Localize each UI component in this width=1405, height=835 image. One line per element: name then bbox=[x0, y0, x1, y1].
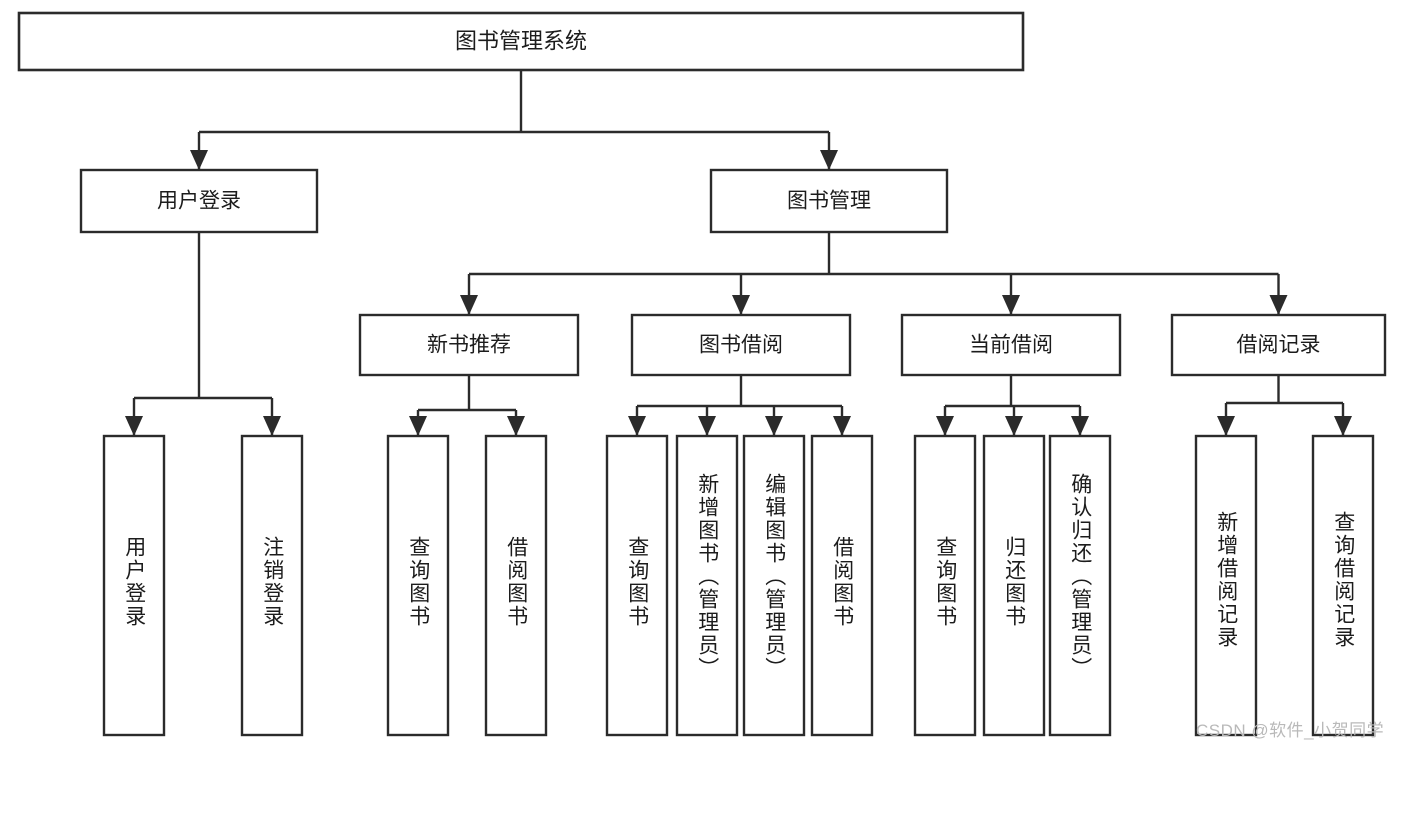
arrow-head-icon bbox=[1334, 416, 1352, 436]
node-label-user-login: 用户登录 bbox=[157, 190, 241, 213]
node-label-book-manage: 图书管理 bbox=[787, 190, 871, 213]
node-box-book-manage[interactable] bbox=[709, 168, 949, 234]
arrow-head-icon bbox=[1217, 416, 1235, 436]
node-label-book-borrow: 图书借阅 bbox=[699, 334, 783, 357]
arrow-head-icon bbox=[1071, 416, 1089, 436]
node-box-borrow-record[interactable] bbox=[1170, 313, 1387, 377]
arrow-head-icon bbox=[125, 416, 143, 436]
node-box-leaf-edit-book[interactable] bbox=[742, 434, 806, 737]
node-box-root[interactable] bbox=[17, 11, 1025, 72]
node-box-leaf-query-book-current[interactable] bbox=[913, 434, 977, 737]
node-box-leaf-confirm-return[interactable] bbox=[1048, 434, 1112, 737]
arrow-head-icon bbox=[460, 295, 478, 315]
csdn-watermark: CSDN @软件_小贺同学 bbox=[1196, 721, 1385, 740]
node-box-leaf-return-book[interactable] bbox=[982, 434, 1046, 737]
node-label-root: 图书管理系统 bbox=[455, 28, 587, 53]
structure-diagram: 图书管理系统用户登录图书管理新书推荐图书借阅当前借阅借阅记录 用户登录注销登录查… bbox=[17, 11, 1387, 740]
arrow-head-icon bbox=[936, 416, 954, 436]
arrow-head-icon bbox=[190, 150, 208, 170]
node-box-leaf-borrow-book-recommend[interactable] bbox=[484, 434, 548, 737]
connectors-layer bbox=[125, 70, 1352, 436]
node-box-leaf-query-book-borrow[interactable] bbox=[605, 434, 669, 737]
arrow-head-icon bbox=[409, 416, 427, 436]
arrow-head-icon bbox=[263, 416, 281, 436]
arrow-head-icon bbox=[833, 416, 851, 436]
node-box-book-borrow[interactable] bbox=[630, 313, 852, 377]
node-label-borrow-record: 借阅记录 bbox=[1237, 334, 1321, 357]
node-box-leaf-query-borrow-record[interactable] bbox=[1311, 434, 1375, 737]
node-box-leaf-add-book[interactable] bbox=[675, 434, 739, 737]
node-label-new-book-recommend: 新书推荐 bbox=[427, 334, 511, 357]
node-box-current-borrow[interactable] bbox=[900, 313, 1122, 377]
boxes-layer bbox=[17, 11, 1387, 737]
arrow-head-icon bbox=[1002, 295, 1020, 315]
arrow-head-icon bbox=[507, 416, 525, 436]
arrow-head-icon bbox=[732, 295, 750, 315]
node-box-new-book-recommend[interactable] bbox=[358, 313, 580, 377]
arrow-head-icon bbox=[698, 416, 716, 436]
node-box-leaf-add-borrow-record[interactable] bbox=[1194, 434, 1258, 737]
node-box-user-login[interactable] bbox=[79, 168, 319, 234]
arrow-head-icon bbox=[628, 416, 646, 436]
node-box-leaf-borrow-book[interactable] bbox=[810, 434, 874, 737]
node-label-current-borrow: 当前借阅 bbox=[969, 334, 1053, 357]
node-box-leaf-logout[interactable] bbox=[240, 434, 304, 737]
arrow-head-icon bbox=[1269, 295, 1288, 315]
arrow-head-icon bbox=[820, 150, 838, 170]
node-box-leaf-user-login[interactable] bbox=[102, 434, 166, 737]
arrow-head-icon bbox=[765, 416, 783, 436]
arrow-head-icon bbox=[1005, 416, 1023, 436]
node-box-leaf-query-book-recommend[interactable] bbox=[386, 434, 450, 737]
